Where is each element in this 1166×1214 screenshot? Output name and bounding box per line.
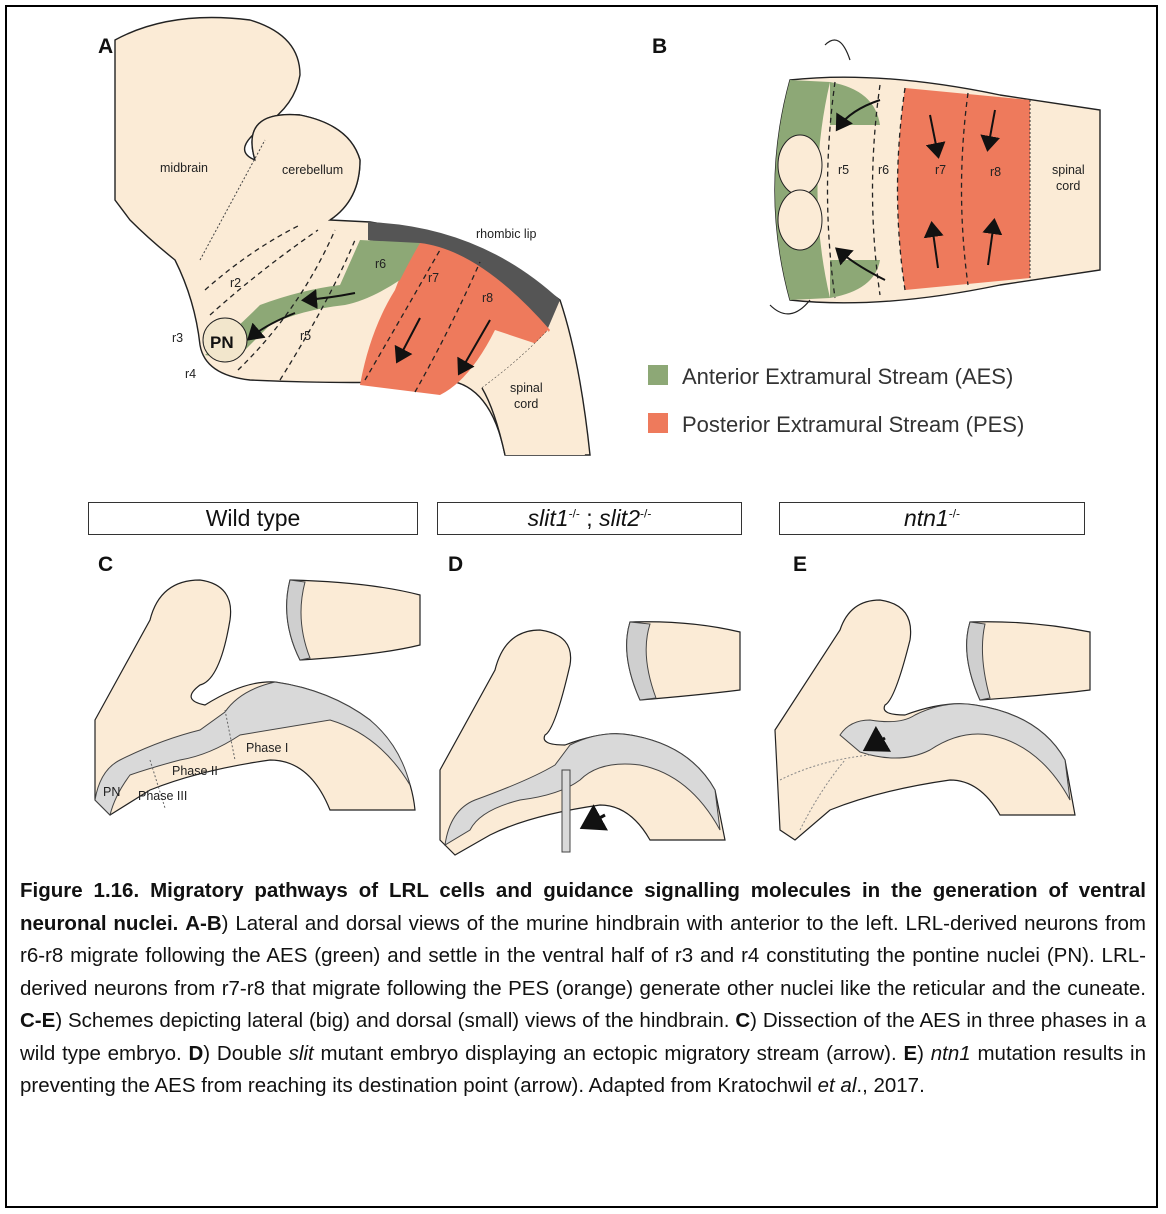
figure-caption: Figure 1.16. Migratory pathways of LRL c… (20, 875, 1146, 1103)
c-label-phase2: Phase II (172, 764, 218, 778)
b-label-r6: r6 (878, 163, 889, 177)
d-ectopic-stream (562, 770, 570, 852)
label-cerebellum: cerebellum (282, 163, 343, 177)
b-pes-region (898, 88, 1031, 290)
label-spinal: spinal (510, 381, 543, 395)
label-midbrain: midbrain (160, 161, 208, 175)
b-label-spinal: spinal (1052, 163, 1085, 177)
panel-b: B r5 r6 r7 r8 spinal cord (652, 35, 1100, 314)
label-r3: r3 (172, 331, 183, 345)
condition-slit: slit1-/- ; slit2-/- (437, 502, 742, 535)
b-label-r7: r7 (935, 163, 946, 177)
legend-label-pes: Posterior Extramural Stream (PES) (682, 412, 1024, 437)
b-label-cord: cord (1056, 179, 1080, 193)
condition-ntn1: ntn1-/- (779, 502, 1085, 535)
figure-illustration: A midbrain cerebellum rhombic lip r2 r3 … (0, 0, 1166, 870)
label-r8: r8 (482, 291, 493, 305)
panel-d-letter: D (448, 553, 463, 576)
c-label-pn: PN (103, 785, 120, 799)
panel-a-letter: A (98, 35, 113, 58)
legend-swatch-pes (648, 413, 668, 433)
panel-c-letter: C (98, 553, 113, 576)
b-label-r8: r8 (990, 165, 1001, 179)
label-r4: r4 (185, 367, 196, 381)
condition-slit-label: slit1-/- ; slit2-/- (528, 505, 652, 532)
panel-d: D (440, 553, 740, 855)
label-pn: PN (210, 333, 234, 352)
condition-wild-type: Wild type (88, 502, 418, 535)
legend: Anterior Extramural Stream (AES) Posteri… (648, 364, 1024, 437)
b-label-r5: r5 (838, 163, 849, 177)
legend-label-aes: Anterior Extramural Stream (AES) (682, 364, 1013, 389)
panel-a: A midbrain cerebellum rhombic lip r2 r3 … (98, 18, 590, 456)
panel-b-letter: B (652, 35, 667, 58)
panel-e: E (775, 553, 1090, 840)
condition-wild-type-label: Wild type (206, 505, 301, 532)
label-r6: r6 (375, 257, 386, 271)
label-rhombic-lip: rhombic lip (476, 227, 536, 241)
d-arrow (585, 815, 605, 826)
label-r7: r7 (428, 271, 439, 285)
panel-c: C Phase I Phase II Phase III PN (95, 553, 420, 815)
c-label-phase3: Phase III (138, 789, 187, 803)
condition-ntn1-label: ntn1-/- (904, 505, 960, 532)
label-r5: r5 (300, 329, 311, 343)
legend-swatch-aes (648, 365, 668, 385)
label-cord: cord (514, 397, 538, 411)
c-label-phase1: Phase I (246, 741, 288, 755)
label-r2: r2 (230, 276, 241, 290)
panel-e-letter: E (793, 553, 807, 576)
